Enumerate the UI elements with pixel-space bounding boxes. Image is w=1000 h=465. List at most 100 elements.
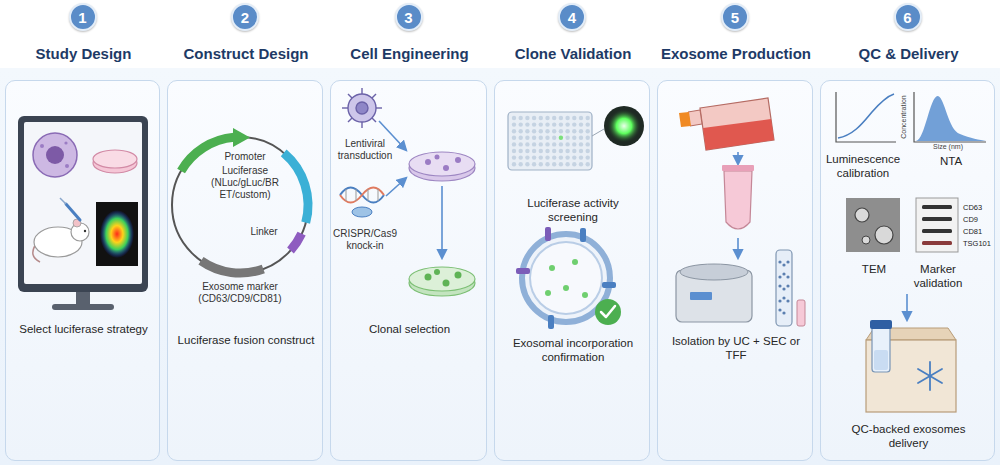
culture-dish [443,165,449,171]
well-plate [579,162,583,166]
calibration-plot [836,92,896,142]
well-plate [572,136,576,140]
shipping-box [918,369,942,383]
well-plate [552,122,556,126]
sec-column [778,260,781,263]
well-plate [565,129,569,133]
conical-tube [722,165,754,171]
part-label: Promoter [215,151,275,163]
well-plate [539,136,543,140]
culture-dish [425,159,431,165]
western-blot [922,217,952,221]
sec-column [778,275,781,278]
well-plate [572,142,576,146]
exosome-vial [872,326,890,372]
step-number: 1 [78,10,86,25]
well-plate [539,162,543,166]
tem-image [846,198,900,252]
step-number: 4 [568,10,576,25]
well-plate [539,122,543,126]
sec-column [782,272,785,275]
exosome-icon [602,282,616,288]
well-plate [512,116,516,120]
well-plate [559,136,563,140]
cell-icon [40,144,44,148]
well-plate [572,149,576,153]
sec-column [782,287,785,290]
cell-icon [33,133,77,177]
well-plate [565,136,569,140]
virus-icon [361,122,362,128]
well-plate [512,136,516,140]
well-plate [586,155,590,159]
part-label: Luciferase (NLuc/gLuc/BRET/custom) [209,165,281,201]
well-plate [586,116,590,120]
flow-arrow [737,152,739,164]
step-number: 5 [731,10,739,25]
virus-icon [342,107,348,108]
tem-image [862,236,870,244]
well-plate [579,149,583,153]
plasmid-map [284,153,308,223]
well-plate [559,122,563,126]
virus-icon [356,102,368,114]
exosome-icon [549,265,555,271]
well-plate [519,129,523,133]
well-plate [565,155,569,159]
sec-column [782,296,785,299]
well-plate [552,155,556,159]
culture-flask [679,112,691,127]
luminescence-glow [607,109,641,143]
virus-icon [372,118,376,122]
well-plate [519,142,523,146]
part-label: CRISPR/Cas9 knock-in [326,228,404,252]
crispr-icon [356,189,357,201]
clone-dish [409,267,475,296]
plasmid-map [233,128,250,147]
plasmid-map [291,234,302,251]
well-plate [579,122,583,126]
well-plate [512,149,516,153]
well-plate [559,149,563,153]
flow-arrow [906,294,908,320]
step-heading: Construct Design [165,45,327,63]
shipping-box [929,362,931,390]
sec-column [778,284,781,287]
well-plate [532,142,536,146]
sec-column [786,275,789,278]
nta-histogram [914,92,986,142]
step-caption: Isolation by UC + SEC or TFF [666,335,806,363]
marker-label: CD81 [963,227,995,236]
well-plate [552,142,556,146]
well-plate [559,129,563,133]
virus-icon [376,107,382,108]
step-panel: Exosome ProductionIsolation by UC + SEC … [657,80,813,461]
part-label: Lentiviral transduction [329,138,401,162]
crispr-icon [378,189,379,201]
well-plate [525,155,529,159]
calibration-plot [836,92,896,142]
step-caption: Marker validation [897,263,979,291]
well-plate [545,142,549,146]
well-plate [579,116,583,120]
well-plate [545,162,549,166]
step-panel: Construct DesignLuciferase fusion constr… [167,80,323,461]
exosome-icon [545,290,551,296]
step-caption: QC-backed exosomes delivery [834,423,984,451]
culture-dish [455,157,461,163]
well-plate [525,129,529,133]
culture-dish [409,152,475,181]
exosome-vial [874,350,888,370]
marker-label: CD63 [963,203,995,212]
well-plate [512,162,516,166]
monitor-icon [24,122,142,284]
well-plate [559,116,563,120]
sec-column [778,299,781,302]
culture-flask [679,98,774,150]
centrifuge [676,270,752,322]
step-caption: Luciferase activity screening [503,197,643,225]
well-plate [579,155,583,159]
well-plate [559,162,563,166]
well-plate [512,155,516,159]
flow-arrow [379,121,442,258]
